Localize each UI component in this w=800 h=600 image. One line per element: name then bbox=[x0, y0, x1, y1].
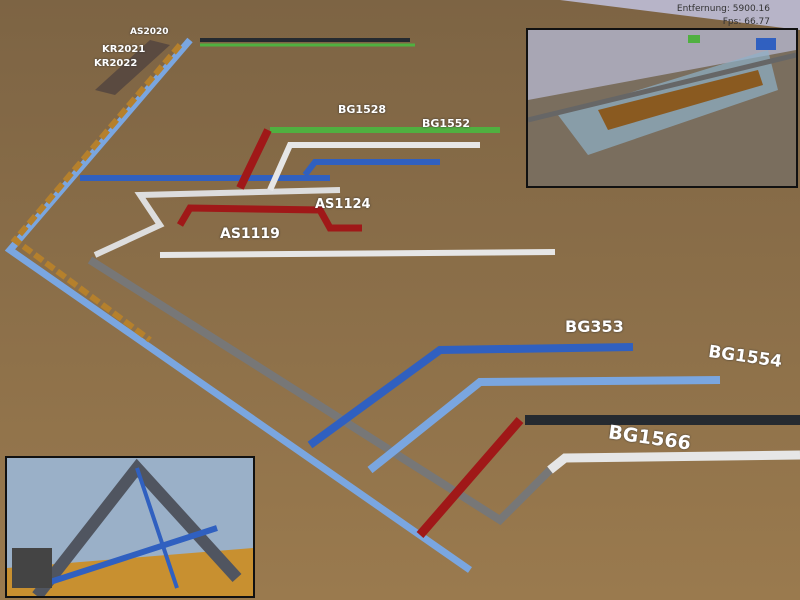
pipe-white bbox=[93, 187, 341, 258]
detail-view-tank[interactable] bbox=[526, 28, 798, 188]
main-pipe-orange bbox=[10, 43, 183, 343]
pipe-white-bg1566 bbox=[547, 450, 800, 474]
label-as1124: AS1124 bbox=[315, 197, 371, 212]
tank-render bbox=[528, 30, 796, 155]
pipe-gray bbox=[87, 256, 553, 526]
label-as1119: AS1119 bbox=[220, 226, 280, 242]
tank-kr2021 bbox=[95, 40, 170, 95]
main-pipe-light-blue bbox=[4, 37, 472, 573]
label-bg353: BG353 bbox=[565, 317, 624, 336]
pipe-lightblue-bg1554 bbox=[367, 376, 721, 474]
structure-render bbox=[7, 458, 253, 596]
pipe-blue-bg1552 bbox=[302, 159, 440, 177]
distance-readout: Entfernung: 5900.16 bbox=[676, 4, 770, 14]
pipe-red-as1124 bbox=[176, 204, 362, 232]
label-bg1528: BG1528 bbox=[338, 103, 387, 116]
label-bg1552: BG1552 bbox=[422, 117, 471, 130]
pipe-white-2 bbox=[267, 142, 480, 192]
label-kr2022: KR2022 bbox=[94, 58, 138, 69]
label-kr2021: KR2021 bbox=[102, 44, 146, 55]
pipe-red-lower bbox=[416, 417, 524, 538]
pipe-white-as1119 bbox=[159, 249, 556, 258]
pipe-red-top bbox=[236, 128, 272, 190]
sky bbox=[560, 0, 800, 30]
label-as2020: AS2020 bbox=[130, 27, 169, 37]
pipe-blue-bg353 bbox=[307, 343, 634, 449]
detail-view-structure[interactable] bbox=[5, 456, 255, 598]
fps-readout: Fps: 66.77 bbox=[722, 17, 770, 27]
